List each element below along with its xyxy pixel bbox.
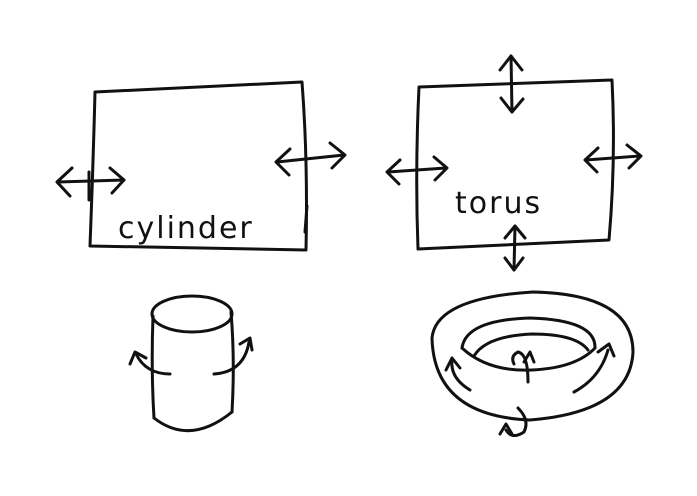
torus-outer-ring (430, 290, 635, 422)
torus-top-double-arrow-icon (498, 54, 525, 114)
cylinder-bottom-curve (152, 410, 234, 432)
torus-shape-diagram (430, 290, 635, 437)
cylinder-label: cylinder (118, 211, 254, 246)
torus-label: torus (455, 186, 542, 221)
cylinder-right-double-arrow-icon (274, 141, 347, 177)
cylinder-square-outline (88, 80, 308, 252)
torus-left-double-arrow-icon (385, 155, 449, 186)
cylinder-right-rotation-arrow-icon (212, 336, 254, 376)
torus-right-double-arrow-icon (583, 143, 643, 174)
torus-bottom-loop-arrow-icon (498, 406, 528, 437)
cylinder-left-side (150, 314, 156, 420)
torus-inner-hole-bottom (460, 346, 597, 372)
torus-bottom-double-arrow-icon (503, 224, 527, 272)
cylinder-top-ellipse (150, 294, 234, 334)
torus-inner-ridge (472, 332, 590, 358)
torus-left-rotation-arrow-icon (444, 356, 472, 392)
cylinder-right-side (229, 310, 235, 414)
torus-square-diagram: torus (385, 54, 643, 272)
torus-inner-hole-top (460, 316, 597, 350)
cylinder-left-rotation-arrow-icon (128, 350, 172, 376)
cylinder-left-double-arrow-icon (55, 166, 126, 198)
torus-inner-loop-arrow-icon (511, 350, 536, 384)
torus-right-rotation-arrow-icon (572, 342, 616, 394)
cylinder-right-edge-tick (303, 204, 309, 234)
cylinder-square-diagram: cylinder (55, 80, 347, 252)
torus-square-outline (415, 78, 615, 251)
cylinder-shape-diagram (128, 294, 254, 432)
